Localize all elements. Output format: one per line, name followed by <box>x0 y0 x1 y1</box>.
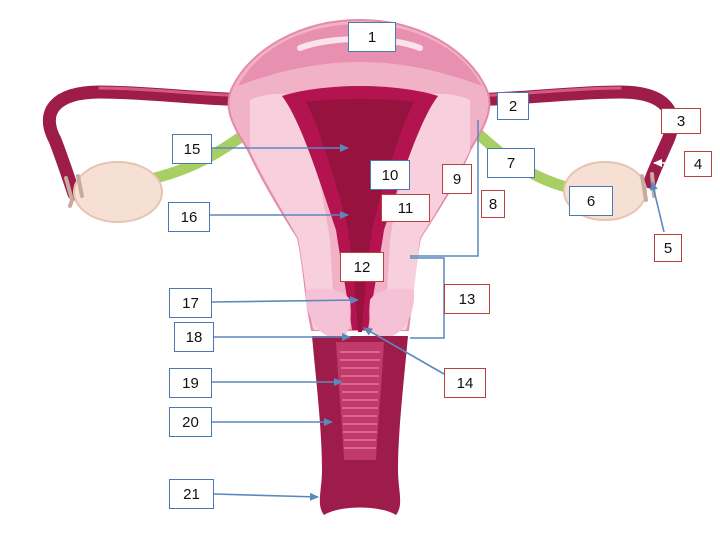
label-4: 4 <box>684 151 712 177</box>
label-14: 14 <box>444 368 486 398</box>
label-20: 20 <box>169 407 212 437</box>
vaginal-canal <box>336 342 384 460</box>
label-2: 2 <box>497 92 529 120</box>
left-myometrium <box>250 93 336 330</box>
arrow-5 <box>649 181 665 233</box>
label-11: 11 <box>381 194 430 222</box>
label-19: 19 <box>169 368 212 398</box>
arrow-21 <box>213 492 319 501</box>
label-17: 17 <box>169 288 212 318</box>
label-3: 3 <box>661 108 701 134</box>
label-15: 15 <box>172 134 212 164</box>
arrow-17 <box>211 296 359 305</box>
cervix-right-lip <box>369 288 415 339</box>
uterine-cavity <box>306 99 414 330</box>
left-ovary <box>73 161 163 223</box>
label-7: 7 <box>487 148 535 178</box>
label-13: 13 <box>444 284 490 314</box>
label-10: 10 <box>370 160 410 190</box>
fundus-layer <box>238 24 482 86</box>
bracket-8 <box>410 120 479 257</box>
label-18: 18 <box>174 322 214 352</box>
arrow-14 <box>363 327 445 375</box>
label-8: 8 <box>481 190 505 218</box>
left-fallopian-tube <box>42 85 272 201</box>
left-fimbriae <box>64 174 84 208</box>
label-6: 6 <box>569 186 613 216</box>
label-1: 1 <box>348 22 396 52</box>
label-21: 21 <box>169 479 214 509</box>
label-12: 12 <box>340 252 384 282</box>
vaginal-rugae <box>340 351 380 449</box>
label-9: 9 <box>442 164 472 194</box>
label-16: 16 <box>168 202 210 232</box>
label-5: 5 <box>654 234 682 262</box>
